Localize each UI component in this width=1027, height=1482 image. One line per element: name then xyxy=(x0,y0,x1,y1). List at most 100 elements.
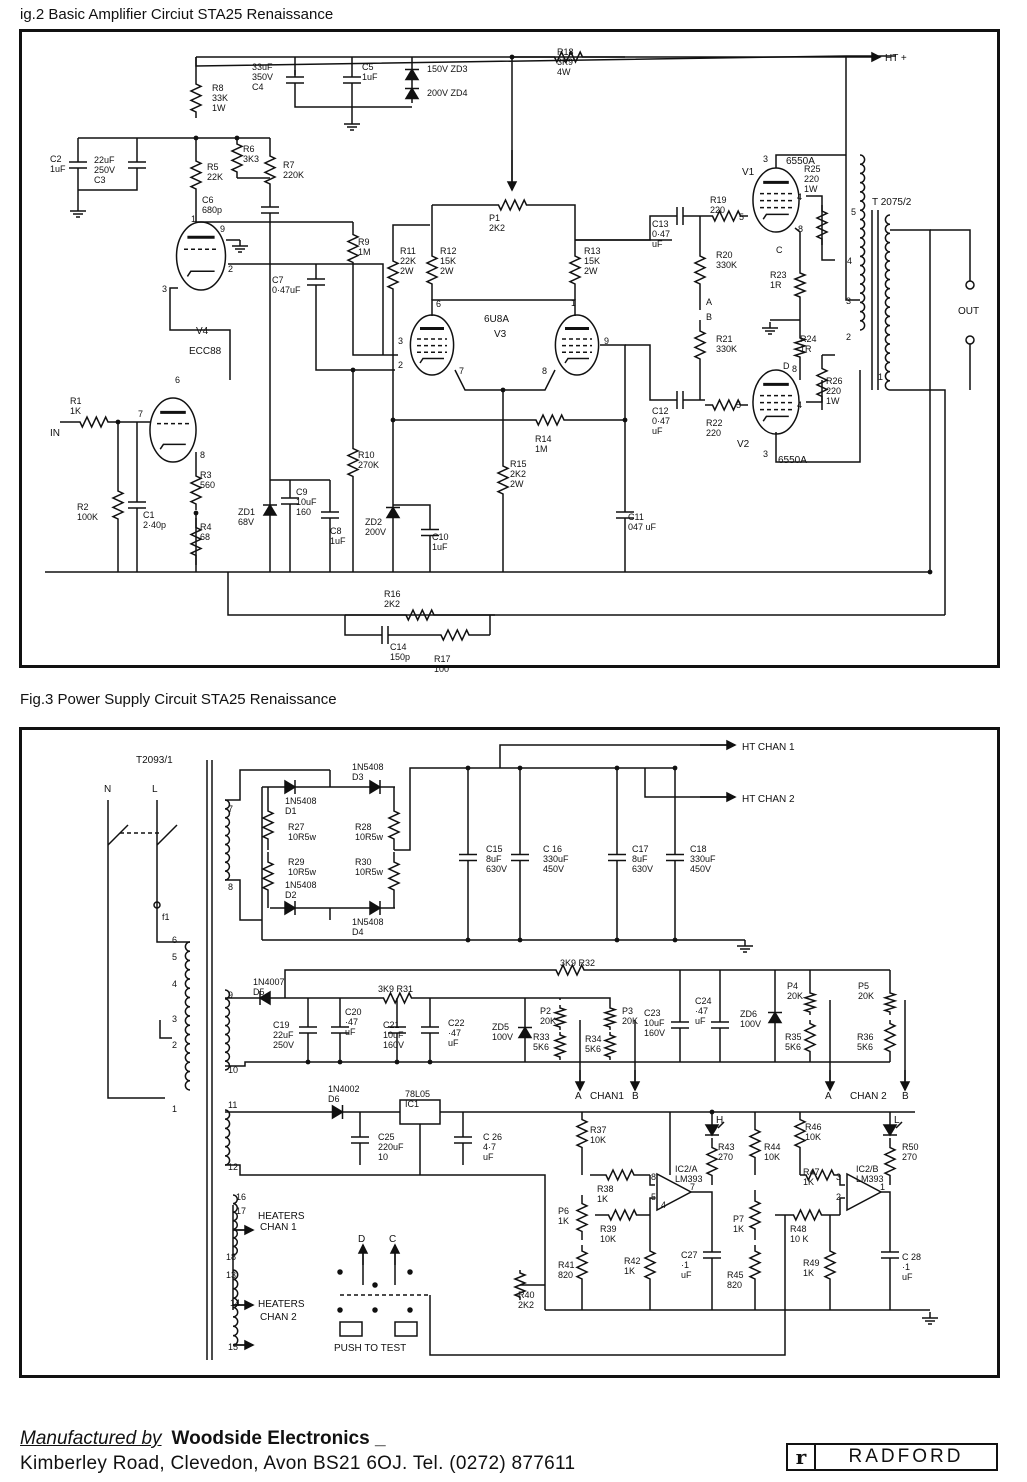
wire xyxy=(839,1175,845,1186)
r28-resistor xyxy=(387,800,401,850)
r17-label-line: 100 xyxy=(434,664,449,674)
c24-label: C24·47uF xyxy=(695,996,712,1026)
ic-pin-number: 5 xyxy=(651,1192,656,1202)
wire xyxy=(228,263,384,355)
wire xyxy=(156,930,190,943)
pin-number: 3 xyxy=(162,284,167,294)
out-label: OUT xyxy=(958,306,979,317)
r16-label-line: 2K2 xyxy=(384,599,400,609)
c26-label: C 264·7uF xyxy=(483,1132,502,1162)
r49-label-line: R49 xyxy=(803,1258,820,1268)
c10-capacitor xyxy=(421,520,439,545)
r10-resistor xyxy=(346,425,360,500)
tap-number: 3 xyxy=(172,1014,177,1024)
c9-capacitor xyxy=(281,490,299,512)
v1-type: 6550A xyxy=(786,156,815,167)
mains-l-label: L xyxy=(152,784,158,795)
r3-label-line: R3 xyxy=(200,470,212,480)
c18-label-line: 330uF xyxy=(690,854,716,864)
c14-capacitor xyxy=(375,626,395,644)
r46-label-line: 10K xyxy=(805,1132,821,1142)
c14-label-line: 150p xyxy=(390,652,410,662)
tap-number: 12 xyxy=(228,1162,238,1172)
ic-pin-number: 8 xyxy=(651,1172,656,1182)
c24-label-line: uF xyxy=(695,1016,706,1026)
tap-number: 1 xyxy=(172,1104,177,1114)
arrow-icon xyxy=(233,1339,255,1351)
v2-type: 6550A xyxy=(778,455,807,466)
c21-label-line: C21 xyxy=(383,1020,400,1030)
ht-chan1-label: HT CHAN 1 xyxy=(742,742,795,753)
manufacturer-name: Woodside Electronics _ xyxy=(171,1428,386,1449)
r15-label-line: 2W xyxy=(510,479,524,489)
radford-logo: r RADFORD xyxy=(786,1443,998,1471)
junction-dot xyxy=(517,937,523,943)
d3-diode xyxy=(355,779,395,795)
junction-dot xyxy=(465,937,471,943)
ground-icon xyxy=(232,240,248,253)
bias-chan2-label: CHAN 2 xyxy=(850,1091,887,1102)
r46-resistor xyxy=(793,1112,807,1155)
p1-label-line: 2K2 xyxy=(489,223,505,233)
wire xyxy=(294,90,412,108)
arrow-icon xyxy=(506,150,518,192)
r3-resistor xyxy=(189,470,203,510)
switch-d-label: D xyxy=(358,1234,365,1245)
r18-resistor xyxy=(512,50,625,64)
c8-capacitor xyxy=(321,500,339,530)
wire xyxy=(775,370,861,463)
r20-label-line: R20 xyxy=(716,250,733,260)
c17-label-line: C17 xyxy=(632,844,649,854)
r41-label-line: R41 xyxy=(558,1260,575,1270)
d2-label-line: 1N5408 xyxy=(285,880,317,890)
ic1-label-line: 78L05 xyxy=(405,1089,430,1099)
c7-label: C70·47uF xyxy=(272,275,301,295)
test-point-c: C xyxy=(776,245,783,255)
pin-number: 5 xyxy=(851,207,856,217)
r2-label-line: R2 xyxy=(77,502,89,512)
ic2b-label-line: IC2/B xyxy=(856,1164,879,1174)
ground-icon xyxy=(737,940,753,953)
p7-resistor xyxy=(748,1190,762,1240)
r8-label-line: 33K xyxy=(212,93,228,103)
p2-resistor xyxy=(552,1005,568,1030)
heater1-winding-icon xyxy=(232,1194,239,1256)
r32-label: 3K9 R32 xyxy=(560,958,595,968)
v3-left-valve-icon xyxy=(409,314,455,376)
wire xyxy=(392,224,430,240)
wire xyxy=(159,1020,172,1039)
wire xyxy=(394,767,675,851)
junction-dot xyxy=(614,937,620,943)
junction-dot xyxy=(672,937,678,943)
wire xyxy=(560,997,611,1005)
r40-label-line: R40 xyxy=(518,1290,535,1300)
ic-pin-number: 4 xyxy=(661,1200,666,1210)
wire xyxy=(315,300,395,371)
c25-label-line: 10 xyxy=(378,1152,388,1162)
switch-c-label: C xyxy=(389,1234,396,1245)
wire xyxy=(499,744,735,768)
tap-number: 6 xyxy=(172,935,177,945)
c5-label-line: 1uF xyxy=(362,72,378,82)
r10-label-line: 270K xyxy=(358,460,379,470)
r11-label-line: 22K xyxy=(400,256,416,266)
tap-number: 2 xyxy=(172,1040,177,1050)
c23-capacitor xyxy=(671,1015,689,1035)
c21-label-line: 160V xyxy=(383,1040,404,1050)
r29-label-line: 10R5w xyxy=(288,867,317,877)
wire xyxy=(575,215,672,241)
r41-resistor xyxy=(575,1245,589,1285)
test-point-b: B xyxy=(706,312,712,322)
